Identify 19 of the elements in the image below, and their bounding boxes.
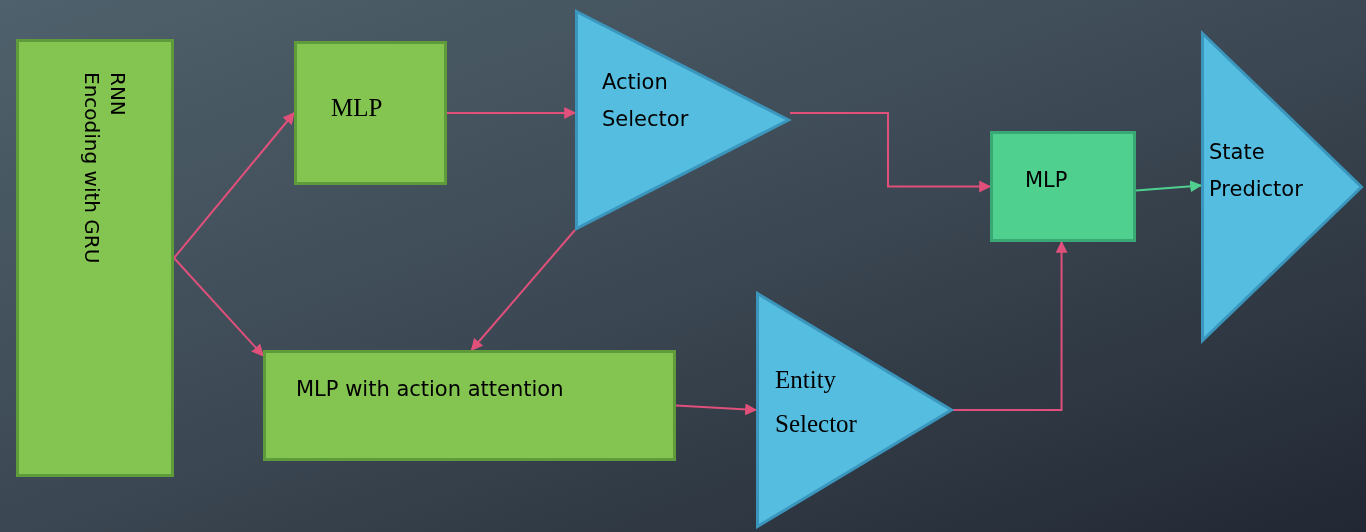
arrow [789,111,992,193]
node-label: RNN Encoding with GRU [79,72,131,264]
arrow [446,106,577,119]
node-label: State Predictor [1209,139,1304,203]
node-label: Entity Selector [775,365,858,439]
node-label: MLP with action attention [296,376,564,403]
arrow [470,229,576,351]
arrow [675,403,758,416]
process-box [16,39,174,477]
node-label: MLP [331,93,383,123]
arrow [1135,180,1203,193]
arrow [173,257,264,357]
node-label: MLP [1025,167,1068,194]
arrow [952,240,1068,411]
node-label: Action Selector [602,69,690,133]
process-box [294,41,447,185]
arrow [173,112,295,259]
process-box [263,350,676,461]
process-box [990,131,1136,242]
